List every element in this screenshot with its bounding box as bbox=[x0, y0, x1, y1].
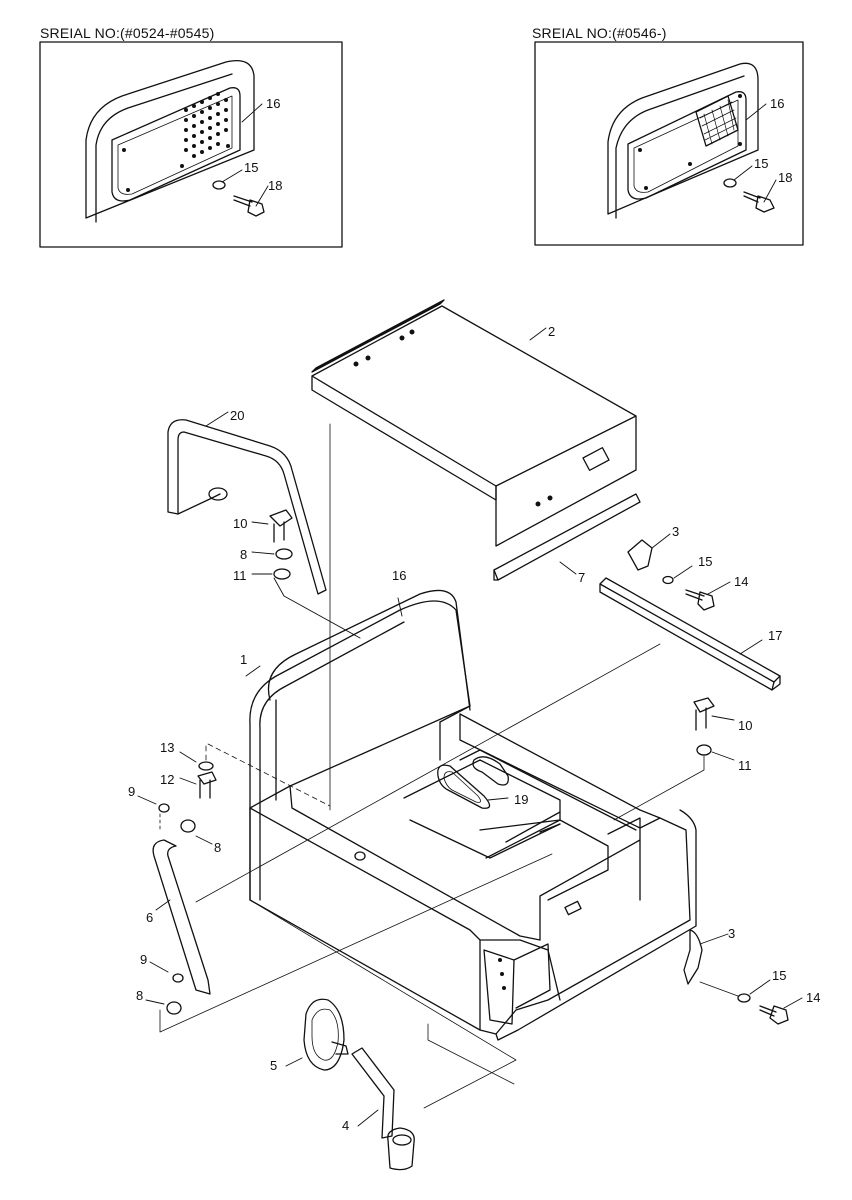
inset-left bbox=[39, 41, 343, 248]
callout-labels: 16 15 18 16 15 18 2 20 10 8 11 16 1 3 15… bbox=[128, 96, 820, 1133]
callout-4: 4 bbox=[342, 1118, 349, 1133]
part-9-clip-upper bbox=[158, 803, 170, 813]
callout-11-lower: 11 bbox=[738, 758, 752, 773]
callout-3-upper: 3 bbox=[672, 524, 679, 539]
callout-12: 12 bbox=[160, 772, 174, 787]
part-11-washer-lower bbox=[696, 744, 712, 756]
part-8-grommet-lower bbox=[166, 1001, 182, 1015]
callout-8-lower: 8 bbox=[136, 988, 143, 1003]
part-3-latch-lower bbox=[683, 929, 703, 985]
callout-1: 1 bbox=[240, 652, 247, 667]
callout-17: 17 bbox=[768, 628, 782, 643]
inset-left-cover bbox=[85, 59, 255, 223]
callout-10-lower: 10 bbox=[738, 718, 752, 733]
part-2-top-cover bbox=[311, 299, 637, 547]
callout-18-inset-left: 18 bbox=[268, 178, 282, 193]
part-14-bolt-upper bbox=[685, 589, 715, 611]
inset-left-perforation bbox=[122, 92, 230, 192]
part-15-washer-upper bbox=[662, 575, 674, 585]
callout-10-upper: 10 bbox=[233, 516, 247, 531]
callout-20: 20 bbox=[230, 408, 244, 423]
callout-15-inset-right: 15 bbox=[754, 156, 768, 171]
part-11-washer-upper bbox=[273, 568, 291, 580]
callout-14-upper: 14 bbox=[734, 574, 748, 589]
inset-right-mesh bbox=[695, 95, 739, 147]
part-5-mirror bbox=[285, 998, 349, 1071]
callout-6: 6 bbox=[146, 910, 153, 925]
inset-right-frame bbox=[534, 41, 804, 246]
part-14-bolt-lower bbox=[759, 1005, 789, 1025]
callout-9-upper: 9 bbox=[128, 784, 135, 799]
callout-15-lower: 15 bbox=[772, 968, 786, 983]
serial-header-right: SREIAL NO:(#0546-) bbox=[532, 25, 667, 41]
part-16-panel bbox=[267, 589, 471, 801]
part-6-rod bbox=[152, 839, 211, 995]
part-8-grommet-upper bbox=[180, 819, 196, 833]
callout-16-inset-left: 16 bbox=[266, 96, 280, 111]
part-4-mirror-arm bbox=[351, 1047, 415, 1171]
callout-8-upper: 8 bbox=[240, 547, 247, 562]
part-20-handle bbox=[167, 411, 327, 595]
part-1-hood-body bbox=[245, 600, 697, 1041]
part-10-bolt-lower bbox=[693, 697, 715, 731]
inset-left-bolt bbox=[233, 195, 265, 217]
callout-9-lower: 9 bbox=[140, 952, 147, 967]
callout-15-inset-left: 15 bbox=[244, 160, 258, 175]
inset-left-panel bbox=[111, 87, 241, 202]
part-3-bracket-upper bbox=[627, 533, 671, 571]
callout-14-lower: 14 bbox=[806, 990, 820, 1005]
inner-compartment bbox=[403, 749, 641, 901]
inset-right-washer bbox=[723, 178, 737, 188]
part-7-bar bbox=[493, 493, 641, 581]
callout-16-main: 16 bbox=[392, 568, 406, 583]
part-9-clip-lower bbox=[172, 973, 184, 983]
callout-5: 5 bbox=[270, 1058, 277, 1073]
inset-left-frame bbox=[39, 41, 343, 248]
serial-header-left: SREIAL NO:(#0524-#0545) bbox=[40, 25, 215, 41]
callout-15-upper: 15 bbox=[698, 554, 712, 569]
part-19-gasket bbox=[437, 756, 509, 809]
inset-right-cover bbox=[607, 62, 759, 219]
inset-right-panel bbox=[627, 91, 747, 200]
part-13-washer bbox=[198, 761, 214, 771]
part-17-long-bar bbox=[599, 577, 781, 691]
callout-3-lower: 3 bbox=[728, 926, 735, 941]
part-15-washer-lower bbox=[737, 993, 751, 1003]
callout-18-inset-right: 18 bbox=[778, 170, 792, 185]
callout-11-upper: 11 bbox=[233, 568, 247, 583]
part-10-bolt-upper bbox=[269, 509, 293, 543]
inset-right bbox=[534, 41, 804, 246]
callout-13: 13 bbox=[160, 740, 174, 755]
callout-8-middle: 8 bbox=[214, 840, 221, 855]
part-8-washer-upper bbox=[275, 548, 293, 560]
inset-right-bolt bbox=[743, 191, 775, 213]
callout-19: 19 bbox=[514, 792, 528, 807]
part-12-bolt bbox=[197, 771, 217, 799]
callout-2: 2 bbox=[548, 324, 555, 339]
inset-left-washer bbox=[212, 180, 226, 190]
callout-7: 7 bbox=[578, 570, 585, 585]
callout-16-inset-right: 16 bbox=[770, 96, 784, 111]
